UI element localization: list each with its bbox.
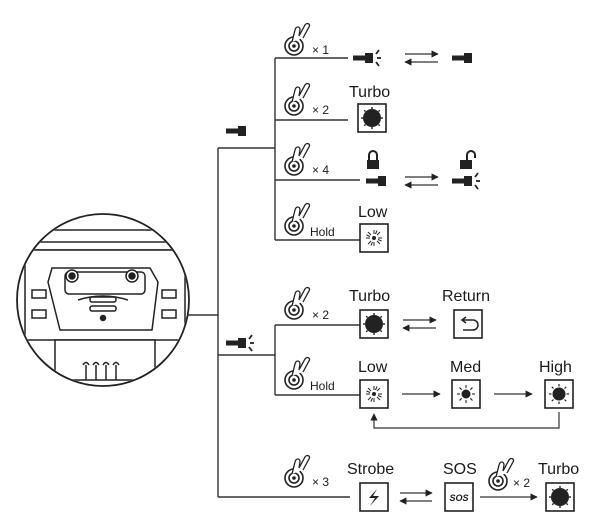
unlock-icon [459, 150, 476, 170]
click-count-label: × 2 [513, 476, 530, 490]
hand-press-icon [284, 202, 311, 236]
click-count-label: Hold [310, 379, 335, 393]
mode-label-turbo: Turbo [349, 288, 390, 305]
loop-arrow [370, 412, 560, 429]
flashlight-on-icon [451, 172, 481, 190]
hand-press-icon [284, 142, 311, 176]
click-count-label: × 4 [312, 163, 329, 177]
click-count-label: Hold [310, 225, 335, 239]
mode-label-return: Return [442, 288, 490, 305]
med-icon [456, 384, 476, 404]
flashlight-head-illustration [16, 213, 190, 387]
mode-label-strobe: Strobe [347, 461, 394, 478]
mode-label-turbo: Turbo [349, 84, 390, 101]
hand-press-icon [488, 457, 515, 491]
turbo-icon [360, 106, 384, 130]
hand-press-icon [284, 22, 311, 56]
hand-press-icon [284, 454, 311, 488]
mode-label-high: High [539, 359, 572, 376]
strobe-icon [369, 489, 379, 506]
hand-press-icon [284, 82, 311, 116]
toggle-arrows [399, 489, 433, 505]
flashlight-off-icon [226, 126, 246, 136]
click-count-label: × 3 [312, 475, 329, 489]
flashlight-off-icon [452, 53, 472, 63]
mode-label-low: Low [358, 204, 388, 221]
mode-label-turbo: Turbo [538, 461, 579, 478]
click-count-label: × 2 [312, 308, 329, 322]
low-icon [365, 385, 383, 403]
mode-label-sos: SOS [443, 461, 477, 478]
click-count-label: × 2 [312, 103, 329, 117]
low-icon [365, 229, 383, 247]
mode-label-med: Med [450, 359, 481, 376]
flashlight-off-icon [366, 176, 386, 186]
click-count-label: × 1 [312, 43, 329, 57]
hand-press-icon [284, 286, 311, 320]
hand-press-icon [284, 356, 311, 390]
lock-icon [366, 150, 380, 170]
flashlight-on-icon [225, 334, 255, 352]
mode-label-low: Low [358, 359, 388, 376]
tree-connectors [217, 57, 360, 498]
toggle-arrows [404, 50, 439, 66]
toggle-arrows [404, 173, 439, 189]
return-icon [460, 316, 479, 331]
turbo-icon [548, 485, 572, 509]
mode-box-sos [444, 482, 474, 512]
turbo-icon [362, 312, 386, 336]
toggle-arrows [402, 316, 437, 332]
sos-icon: SOS [449, 493, 468, 503]
flashlight-on-icon [352, 49, 382, 67]
